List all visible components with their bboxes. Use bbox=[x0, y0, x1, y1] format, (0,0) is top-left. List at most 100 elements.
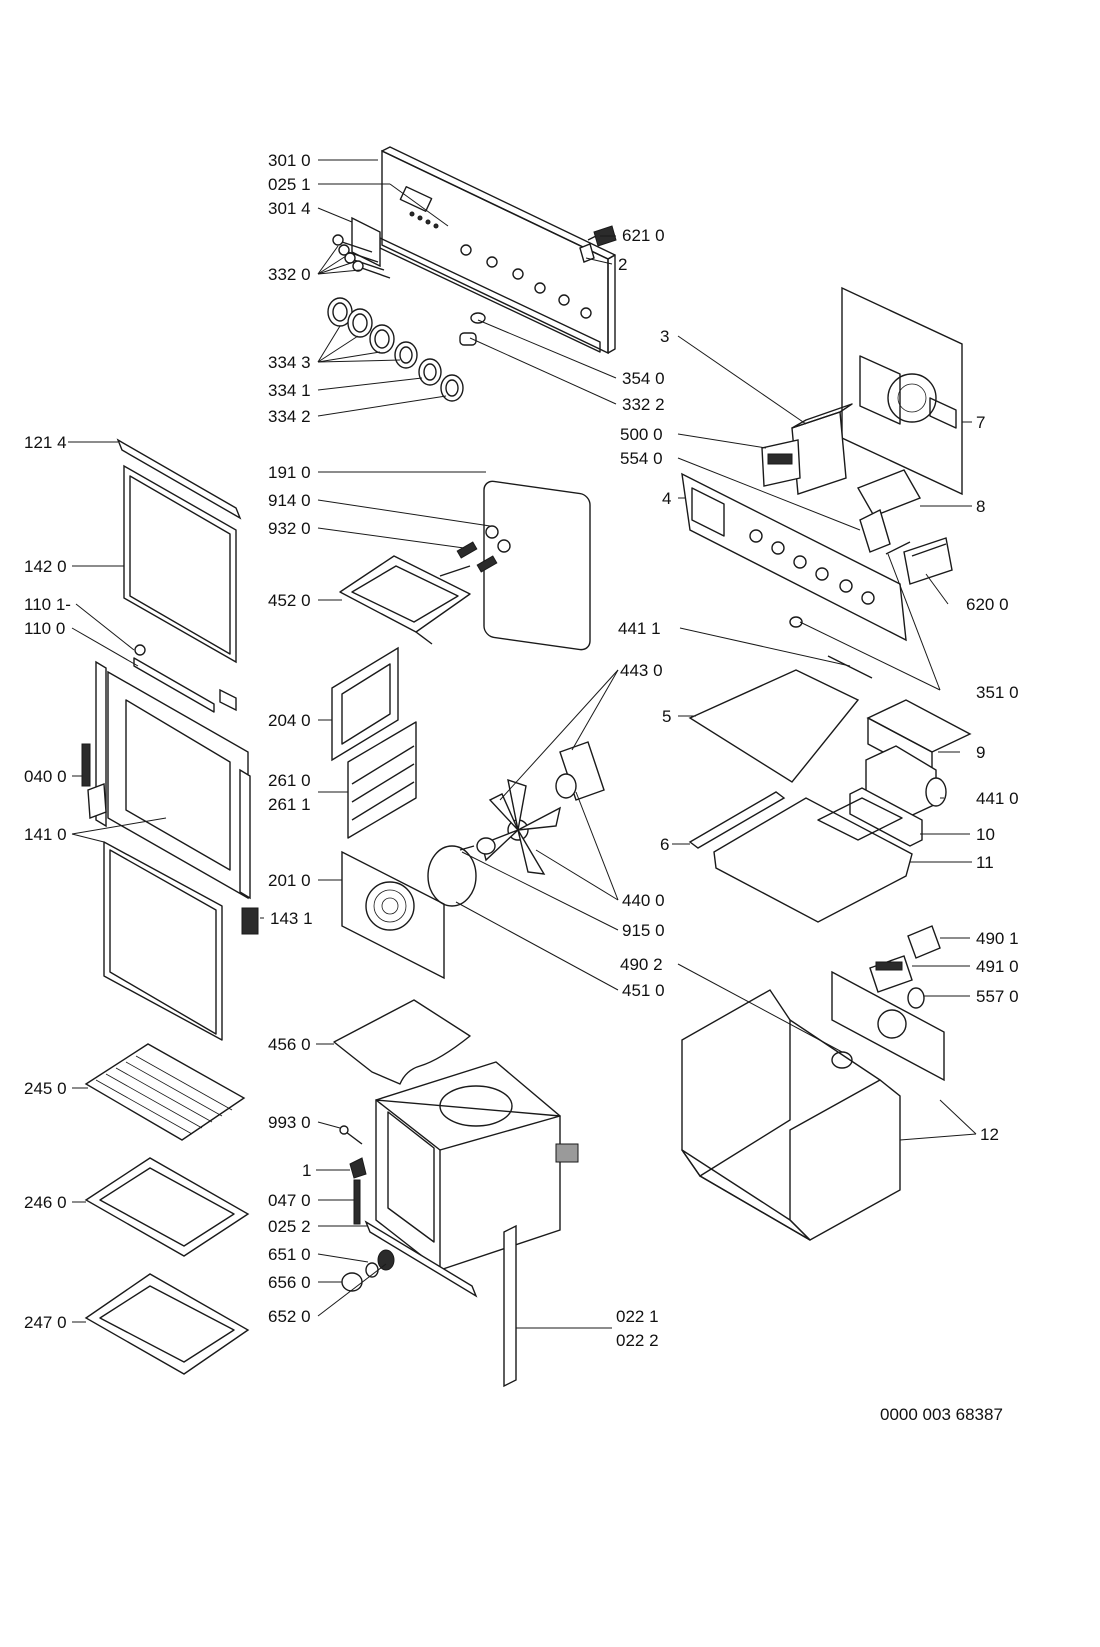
label-334-3: 334 3 bbox=[268, 353, 311, 372]
label-6: 6 bbox=[660, 835, 669, 854]
rail-6 bbox=[688, 791, 786, 849]
label-204-0: 204 0 bbox=[268, 711, 311, 730]
label-246-0: 246 0 bbox=[24, 1193, 67, 1212]
door-top-strip bbox=[116, 438, 242, 520]
label-301-0: 301 0 bbox=[268, 151, 311, 170]
cover-8 bbox=[856, 469, 922, 517]
label-142-0: 142 0 bbox=[24, 557, 67, 576]
label-491-0: 491 0 bbox=[976, 957, 1019, 976]
label-334-2: 334 2 bbox=[268, 407, 311, 426]
control-panel bbox=[379, 146, 616, 355]
label-121-4: 121 4 bbox=[24, 433, 67, 452]
label-441-0: 441 0 bbox=[976, 789, 1019, 808]
ring-element-451 bbox=[427, 845, 477, 907]
label-022-2: 022 2 bbox=[616, 1331, 659, 1350]
hinge-receiver-143 bbox=[241, 907, 259, 935]
label-191-0: 191 0 bbox=[268, 463, 311, 482]
label-9: 9 bbox=[976, 743, 985, 762]
shelf-runners-261 bbox=[347, 721, 417, 839]
label-441-1: 441 1 bbox=[618, 619, 661, 638]
label-652-0: 652 0 bbox=[268, 1307, 311, 1326]
clip-490-1 bbox=[907, 925, 941, 959]
label-332-0: 332 0 bbox=[268, 265, 311, 284]
knob-shafts bbox=[332, 234, 391, 279]
label-4: 4 bbox=[662, 489, 671, 508]
fan-cover-201 bbox=[341, 850, 445, 980]
door-seal-191 bbox=[483, 480, 591, 651]
top-panel-5 bbox=[688, 669, 860, 783]
label-047-0: 047 0 bbox=[268, 1191, 311, 1210]
clip-1 bbox=[349, 1157, 367, 1179]
shelf-guide-204 bbox=[331, 646, 399, 762]
label-620-0: 620 0 bbox=[966, 595, 1009, 614]
grill-element-452 bbox=[339, 555, 471, 645]
label-025-1: 025 1 bbox=[268, 175, 311, 194]
label-554-0: 554 0 bbox=[620, 449, 663, 468]
lamp-557 bbox=[907, 987, 925, 1009]
label-025-2: 025 2 bbox=[268, 1217, 311, 1236]
timer-500 bbox=[761, 439, 801, 487]
label-143-1: 143 1 bbox=[270, 909, 313, 928]
label-452-0: 452 0 bbox=[268, 591, 311, 610]
label-7: 7 bbox=[976, 413, 985, 432]
label-110-1: 110 1- bbox=[24, 595, 71, 614]
leader-lines bbox=[68, 159, 977, 1329]
drawing-number: 0000 003 68387 bbox=[880, 1405, 1003, 1424]
label-656-0: 656 0 bbox=[268, 1273, 311, 1292]
front-panel-4 bbox=[681, 472, 907, 642]
oven-cavity bbox=[375, 1061, 579, 1271]
label-915-0: 915 0 bbox=[622, 921, 665, 940]
fan-motor-443 bbox=[555, 741, 605, 801]
fan-blade-440 bbox=[476, 778, 562, 875]
wire-rack-245 bbox=[84, 1043, 246, 1141]
door-hinge-040 bbox=[81, 743, 107, 819]
screw-993 bbox=[339, 1125, 363, 1145]
label-914-0: 914 0 bbox=[268, 491, 311, 510]
label-354-0: 354 0 bbox=[622, 369, 665, 388]
label-245-0: 245 0 bbox=[24, 1079, 67, 1098]
spacers-354-332 bbox=[459, 312, 486, 346]
label-201-0: 201 0 bbox=[268, 871, 311, 890]
label-301-4: 301 4 bbox=[268, 199, 311, 218]
label-2: 2 bbox=[618, 255, 627, 274]
label-557-0: 557 0 bbox=[976, 987, 1019, 1006]
panel-bracket bbox=[351, 216, 381, 268]
label-022-1: 022 1 bbox=[616, 1307, 659, 1326]
label-110-0: 110 0 bbox=[24, 619, 65, 638]
label-261-1: 261 1 bbox=[268, 795, 311, 814]
label-334-1: 334 1 bbox=[268, 381, 311, 400]
terminal-block-491 bbox=[869, 955, 913, 993]
label-261-0: 261 0 bbox=[268, 771, 311, 790]
label-932-0: 932 0 bbox=[268, 519, 311, 538]
lower-element-456 bbox=[333, 999, 471, 1085]
selector-switch-620 bbox=[903, 537, 953, 585]
base-plate-11 bbox=[713, 797, 913, 923]
baking-tray-246 bbox=[84, 1157, 250, 1257]
motor-554 bbox=[859, 508, 891, 553]
label-11: 11 bbox=[976, 853, 994, 872]
rear-panel-7 bbox=[841, 286, 963, 496]
label-332-2: 332 2 bbox=[622, 395, 665, 414]
thermostat-knob-651-656-652 bbox=[341, 1249, 395, 1292]
label-1: 1 bbox=[302, 1161, 311, 1180]
side-rail-022 bbox=[503, 1224, 517, 1388]
label-12: 12 bbox=[980, 1125, 999, 1144]
label-040-0: 040 0 bbox=[24, 767, 67, 786]
rod-441-1 bbox=[827, 655, 873, 679]
label-141-0: 141 0 bbox=[24, 825, 67, 844]
label-5: 5 bbox=[662, 707, 671, 726]
nuts-914-932 bbox=[456, 525, 511, 573]
label-10: 10 bbox=[976, 825, 995, 844]
trim-025-2 bbox=[364, 1220, 478, 1298]
label-8: 8 bbox=[976, 497, 985, 516]
part-labels: 301 0 025 1 301 4 332 0 621 0 2 334 3 33… bbox=[24, 151, 1019, 1350]
label-440-0: 440 0 bbox=[622, 891, 665, 910]
knobs-334 bbox=[327, 297, 464, 402]
label-247-0: 247 0 bbox=[24, 1313, 67, 1332]
label-490-2: 490 2 bbox=[620, 955, 663, 974]
baking-tray-247 bbox=[84, 1273, 250, 1375]
label-621-0: 621 0 bbox=[622, 226, 665, 245]
label-993-0: 993 0 bbox=[268, 1113, 311, 1132]
duct-10 bbox=[849, 787, 923, 847]
